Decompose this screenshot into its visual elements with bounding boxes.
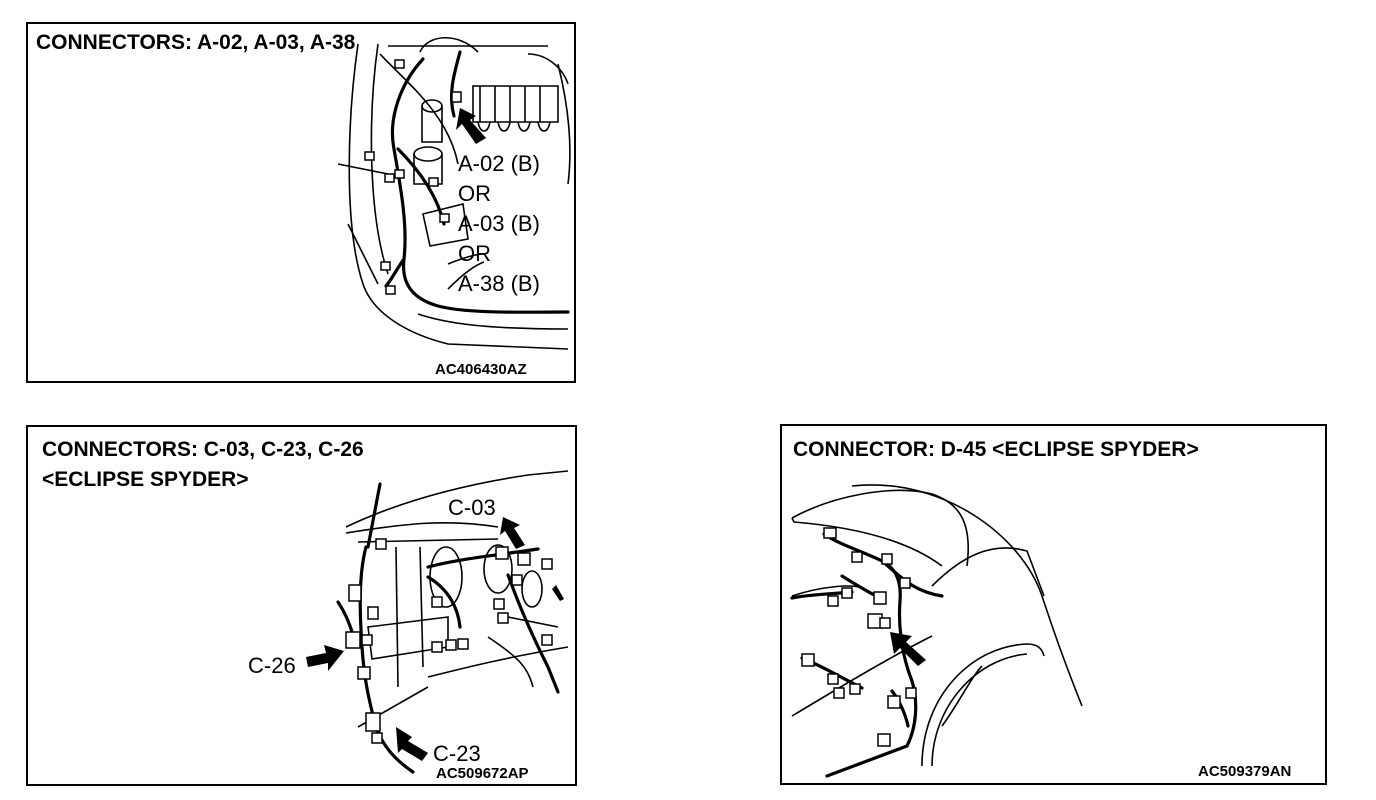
engine-bay-illustration (337, 37, 571, 350)
figure-code: AC406430AZ (435, 361, 527, 378)
arrow-d45 (890, 632, 926, 666)
figure-title-line2: <ECLIPSE SPYDER> (42, 468, 249, 491)
figure-title-line1: CONNECTORS: C-03, C-23, C-26 (42, 438, 364, 461)
figure-code: AC509379AN (1198, 763, 1292, 780)
callout-c23: C-23 (433, 741, 481, 766)
arrow-a02 (456, 108, 486, 144)
arrow-c23 (396, 727, 428, 761)
figure-engine-bay: CONNECTORS: A-02, A-03, A-38 A-02 (B) OR… (26, 22, 576, 383)
figure-title: CONNECTORS: A-02, A-03, A-38 (36, 31, 356, 54)
arrow-c26 (306, 645, 344, 671)
figure-trunk: CONNECTOR: D-45 <ECLIPSE SPYDER> AC50937… (780, 424, 1327, 785)
callout-c03: C-03 (448, 495, 496, 520)
arrow-extra (544, 575, 564, 601)
callout-c26: C-26 (248, 653, 296, 678)
callout-a03: A-03 (B) (458, 211, 540, 236)
figure-title: CONNECTOR: D-45 <ECLIPSE SPYDER> (793, 438, 1199, 461)
arrow-c03 (500, 517, 525, 549)
figure-dashboard: CONNECTORS: C-03, C-23, C-26 <ECLIPSE SP… (26, 425, 577, 786)
figure-code: AC509672AP (436, 765, 529, 782)
callout-or-1: OR (458, 181, 491, 206)
callout-a38: A-38 (B) (458, 271, 540, 296)
dashboard-illustration (306, 470, 569, 774)
callout-or-2: OR (458, 241, 491, 266)
trunk-illustration (790, 484, 1083, 778)
callout-a02: A-02 (B) (458, 151, 540, 176)
